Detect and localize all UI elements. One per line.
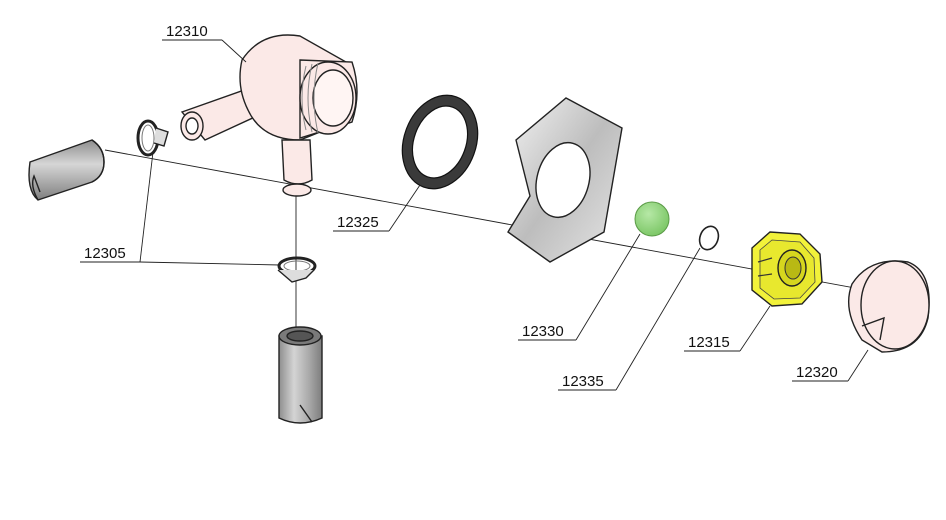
label-12330: 12330 <box>522 323 564 340</box>
label-12325: 12325 <box>337 214 379 231</box>
mounting-plate <box>507 97 623 263</box>
green-ball <box>634 201 670 237</box>
label-12310: 12310 <box>166 23 208 40</box>
callout-12310: 12310 <box>162 23 247 63</box>
callout-12320: 12320 <box>792 349 869 382</box>
label-12335: 12335 <box>562 373 604 390</box>
label-12320: 12320 <box>796 364 838 381</box>
hex-nut <box>751 231 823 307</box>
hose-clamp-lower <box>277 256 317 283</box>
gasket-washer <box>401 94 479 190</box>
o-ring <box>698 225 720 251</box>
callout-12305: 12305 <box>80 151 281 266</box>
callout-12335: 12335 <box>558 247 701 391</box>
hose-clamp-left <box>136 119 169 157</box>
end-cap <box>848 260 930 353</box>
lower-hose <box>278 326 323 424</box>
label-12305: 12305 <box>84 245 126 262</box>
callout-12315: 12315 <box>684 305 771 352</box>
callout-12325: 12325 <box>333 184 421 232</box>
left-hose <box>28 139 105 201</box>
label-12315: 12315 <box>688 334 730 351</box>
callout-12330: 12330 <box>518 233 641 341</box>
tee-fitting <box>180 34 358 197</box>
